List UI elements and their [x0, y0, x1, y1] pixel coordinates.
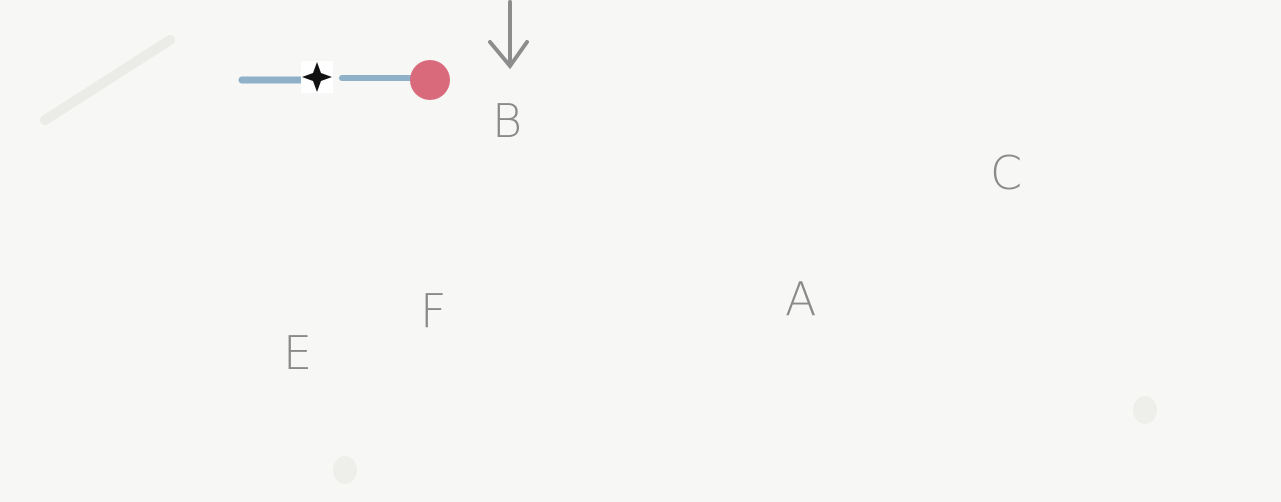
label-a: A [785, 276, 816, 322]
paper-smudge [333, 456, 357, 484]
plus-charge-icon [301, 61, 333, 93]
label-b: B [492, 98, 522, 144]
molecule-top-left [242, 60, 450, 100]
label-e: E [283, 330, 312, 376]
paper-smudge [45, 40, 170, 120]
paper-smudge [1133, 396, 1157, 424]
arrow-b [490, 2, 527, 66]
label-c: C [990, 150, 1022, 196]
molecule-head [410, 60, 450, 100]
label-f: F [420, 288, 446, 334]
